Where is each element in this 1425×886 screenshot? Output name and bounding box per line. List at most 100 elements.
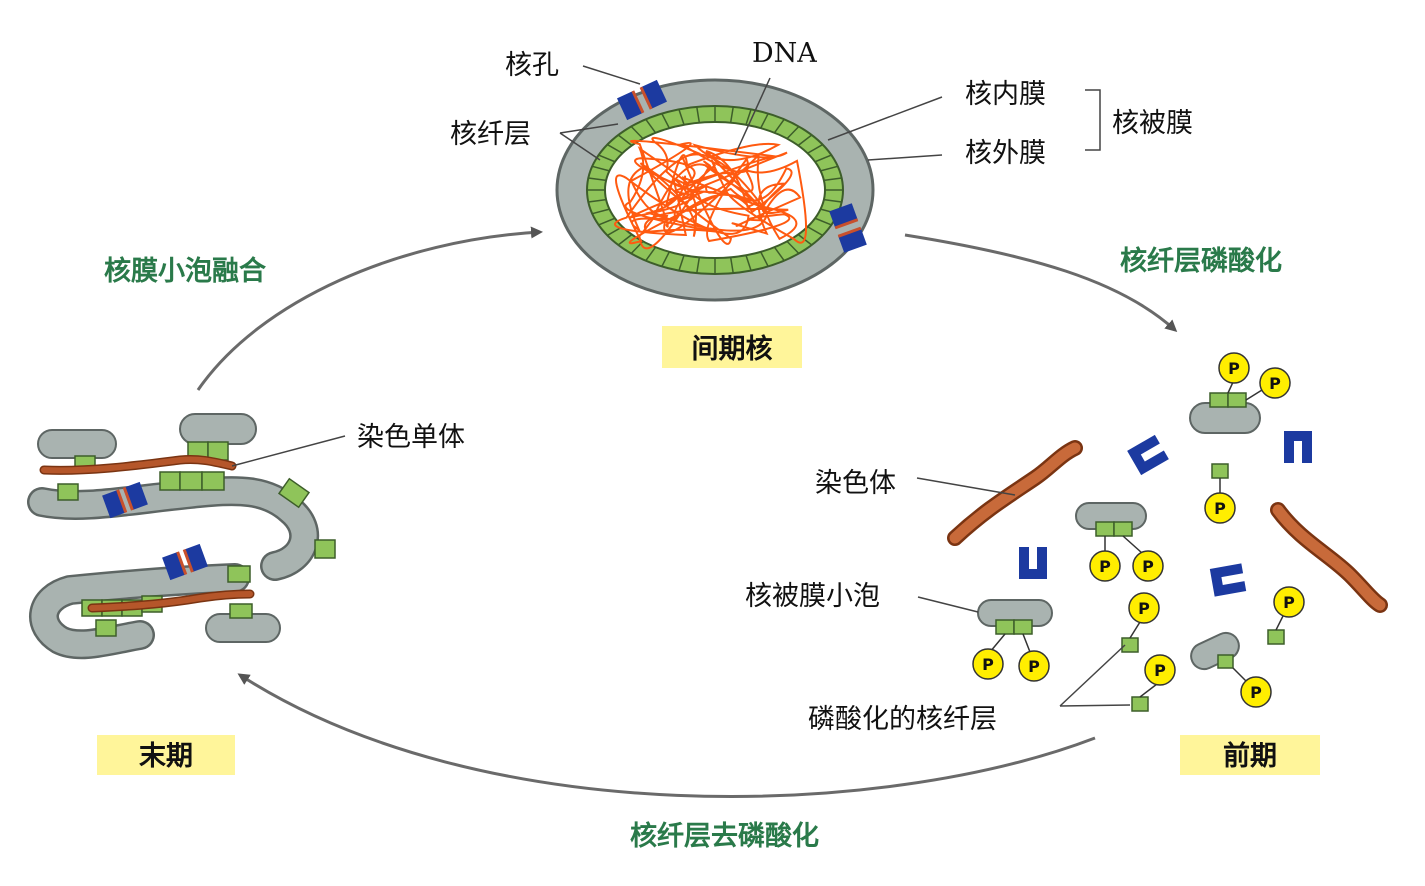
lamina-segment [598,154,616,163]
lamina-segment [786,240,800,255]
lamina-segment [588,177,607,182]
telo-pore-1 [102,481,148,519]
telo-pore-2 [162,543,208,581]
arrow-prophase-to-telophase [237,673,1096,798]
dna-strand [614,136,808,250]
phosphate-group: P [1273,586,1305,618]
prophase-leaders [916,477,1131,707]
chromosome-label: 染色体 [815,468,896,499]
stage-box-telophase [97,735,235,775]
lamina-segment [645,246,657,262]
lamina-unit-3 [1267,629,1285,645]
lamina-segment [591,165,610,172]
phosphate-group: P [1132,550,1164,582]
lamina-segment [807,226,824,237]
phosphate-label: P [1138,599,1150,618]
phosphate-group: P [1144,654,1176,686]
interphase-nucleus [555,78,875,302]
lamina-segment [797,134,813,147]
nuclear-pore-right [829,203,867,253]
vesicle-2 [1075,502,1147,537]
lamina-segment [814,154,832,163]
phosphate-label: P [1283,593,1295,612]
stage-interphase: 间期核 [692,333,773,365]
lamina-segment [786,125,800,140]
phosphate-label: P [1028,657,1040,676]
lamina-segment [630,125,644,140]
lamina-segment [617,134,633,147]
stage-prophase: 前期 [1223,740,1277,772]
phosphate-label: P [1214,499,1226,518]
stage-telophase: 末期 [139,741,193,772]
dna-label: DNA [752,38,817,69]
phosphate-group: P [1204,492,1236,524]
process-phosphorylation: 核纤层磷酸化 [1120,245,1282,277]
phosphate-group: P [1089,550,1121,582]
lamina-segment [760,113,769,129]
vesicle-1 [1189,392,1261,434]
phosphate-label: P [1228,359,1240,378]
lamina-segment [678,255,685,271]
vesicle-label: 核被膜小泡 [745,581,880,612]
inner-membrane-label: 核内膜 [965,79,1046,110]
lamina-unit-4 [1131,696,1149,712]
pore-fragment-3 [1019,547,1047,579]
nuclear-pore-top [616,79,668,121]
lamina-segment [814,217,832,226]
stage-box-interphase [662,326,802,368]
lamina-segment [745,109,752,125]
telo-membrane-lower-fill [31,565,248,657]
phospho-lamina-label: 磷酸化的核纤层 [808,704,997,735]
phosphate-group: P [1218,352,1250,384]
lamina-segment [823,198,842,203]
outer-membrane-label: 核外膜 [965,138,1046,169]
phosphate-group: P [1128,592,1160,624]
chromosome-left-fill [949,442,1081,544]
lamina-segment [820,165,839,172]
arrow-interphase-to-prophase [904,233,1178,333]
phosphate-label: P [1154,661,1166,680]
lamina-segment [661,251,670,267]
envelope-label: 核被膜 [1112,108,1193,139]
lamina-segment [696,257,701,274]
lamina-unit-1 [1211,463,1229,479]
lamina-segment [745,255,752,271]
phosphate-label: P [1250,683,1262,702]
chromatid-label: 染色单体 [357,422,465,453]
pore-fragment-1 [1127,434,1169,476]
phosphate-group: P [972,648,1004,680]
lamina-segment [617,233,633,246]
telo-vesicle-1 [37,429,117,459]
chromatid-leader [231,435,346,467]
lamina-segment [760,251,769,267]
phosphate-group: P [1259,367,1291,399]
lamina-segment [678,109,685,125]
lamina-segment [606,143,623,154]
phosphate-label: P [1269,374,1281,393]
process-dephosphorylation: 核纤层去磷酸化 [630,820,819,852]
lamina-segment [729,257,734,274]
lamina-segment [773,246,785,262]
stage-box-prophase [1180,735,1320,775]
telo-chromatid-upper-fill [41,456,235,474]
lamina-segment [598,217,616,226]
lamina-segment [729,106,734,123]
process-fusion: 核膜小泡融合 [104,255,266,287]
interphase-leaders [559,65,1101,161]
lamina-segment [696,106,701,123]
pore-fragment-4 [1209,563,1247,597]
phosphate-connectors [989,379,1284,698]
pore-label: 核孔 [505,50,559,81]
telo-membrane-upper-fill [29,478,317,579]
lamina-segment [645,118,657,134]
cycle-arrows [196,226,1178,798]
phosphate-label: P [1099,557,1111,576]
chromosome-right-fill [1272,504,1386,611]
lamina-segment [588,198,607,203]
telophase-reassembly [27,413,336,660]
telo-vesicle-2 [179,413,257,445]
arrow-telophase-to-interphase [196,226,543,391]
pore-fragment-2 [1284,431,1312,463]
